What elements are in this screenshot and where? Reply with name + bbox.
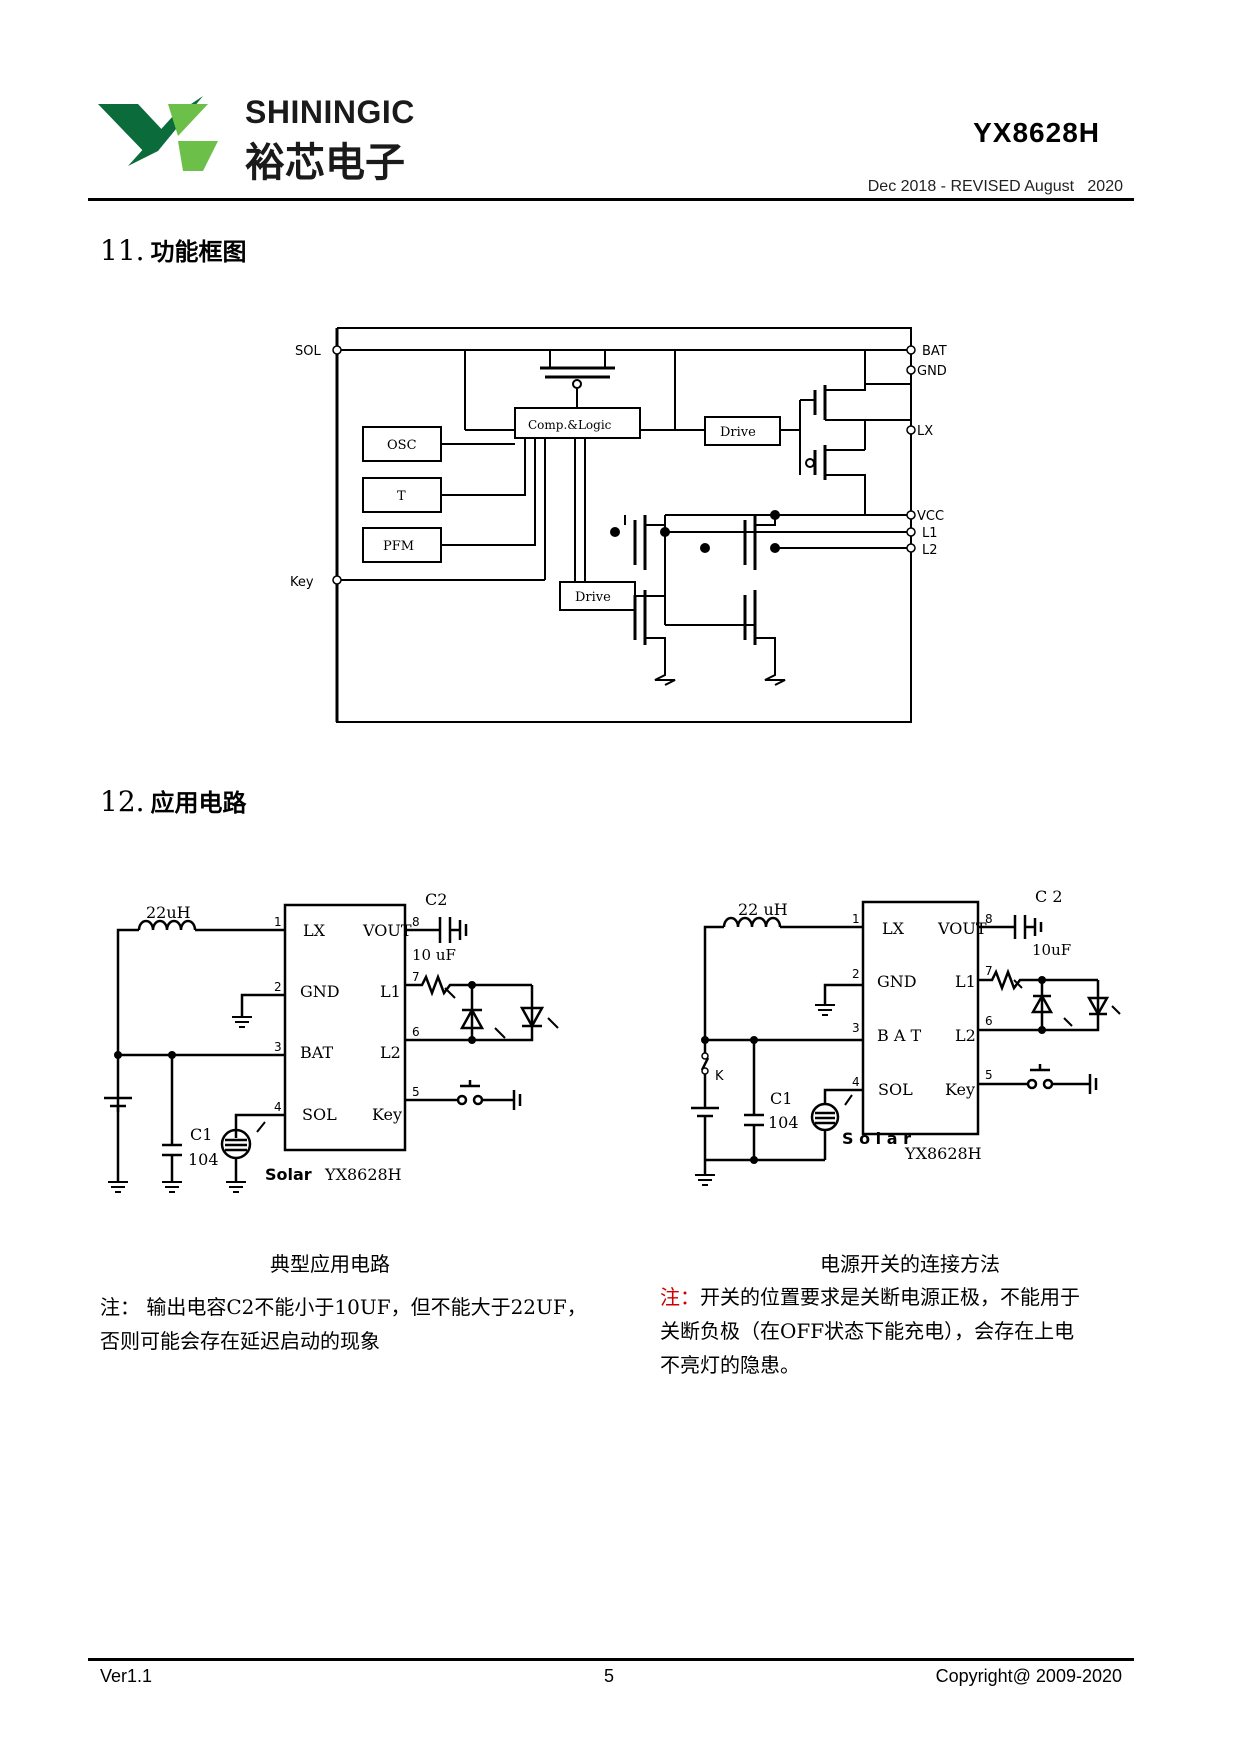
- section-number: 12.: [100, 785, 145, 818]
- pin-lx: LX: [303, 921, 326, 940]
- switch-label: K: [715, 1069, 724, 1084]
- pin-num-8: 8: [412, 915, 420, 929]
- pin-bat: B A T: [877, 1026, 921, 1045]
- section-12-heading: 12.应用电路: [100, 783, 247, 818]
- inductor-value: 22 uH: [738, 900, 788, 919]
- block-pfm: PFM: [383, 539, 414, 554]
- pin-label-l1: L1: [922, 526, 938, 541]
- pin-label-bat: BAT: [922, 344, 947, 359]
- pin-num-1: 1: [274, 915, 282, 929]
- revision-date: Dec 2018 - REVISED August 2020: [867, 178, 1123, 195]
- pin-key: Key: [945, 1080, 975, 1099]
- pin-num-6: 6: [412, 1025, 420, 1039]
- note-left-line-1: 注： 输出电容C2不能小于10UF，但不能大于22UF，: [100, 1295, 587, 1319]
- pin-label-sol: SOL: [295, 344, 321, 359]
- pin-l2: L2: [380, 1043, 401, 1062]
- pin-num-2: 2: [852, 967, 860, 981]
- cap-out-value: 10uF: [1032, 941, 1071, 959]
- typical-application-circuit: 22uH C2 10 uF C1 104 Solar YX8628H LX GN…: [104, 890, 559, 1193]
- note-right-line-2: 关断负极（在OFF状态下能充电），会存在上电: [660, 1319, 1075, 1343]
- solar-label: S o l a r: [842, 1129, 911, 1148]
- pin-num-4: 4: [852, 1075, 860, 1089]
- pin-gnd: GND: [877, 972, 917, 991]
- header-divider: [88, 198, 1134, 201]
- caption-typical-circuit: 典型应用电路: [270, 1252, 390, 1276]
- cap-out-label: C 2: [1035, 887, 1063, 906]
- pin-num-7: 7: [985, 964, 993, 978]
- section-title: 应用电路: [150, 789, 247, 817]
- company-logo: [98, 96, 218, 171]
- functional-block-diagram: SOL Key BAT GND LX VCC L1 L2 OSC T PFM C…: [290, 327, 947, 723]
- section-11-heading: 11.功能框图: [100, 232, 247, 267]
- block-drive-top: Drive: [720, 425, 756, 440]
- pin-label-gnd: GND: [917, 364, 947, 379]
- pin-num-3: 3: [852, 1021, 860, 1035]
- cap-in-value: 104: [188, 1150, 219, 1169]
- block-comp-logic: Comp.&Logic: [528, 418, 612, 432]
- pin-num-8: 8: [985, 912, 993, 926]
- block-drive-bottom: Drive: [575, 590, 611, 605]
- pin-num-7: 7: [412, 970, 420, 984]
- pin-num-1: 1: [852, 912, 860, 926]
- note-left: 注： 输出电容C2不能小于10UF，但不能大于22UF， 否则可能会存在延迟启动…: [100, 1290, 620, 1358]
- chip-label: YX8628H: [904, 1144, 982, 1163]
- pin-bat: BAT: [300, 1043, 333, 1062]
- cap-in-value: 104: [768, 1113, 799, 1132]
- section-title: 功能框图: [150, 238, 247, 266]
- pin-l1: L1: [955, 972, 976, 991]
- inductor-value: 22uH: [146, 903, 191, 922]
- footer-divider: [88, 1658, 1134, 1661]
- cap-out-label: C2: [425, 890, 447, 909]
- pin-sol: SOL: [302, 1105, 337, 1124]
- pin-vout: VOUT: [362, 921, 412, 940]
- footer-version: Ver1.1: [100, 1666, 153, 1686]
- part-number: YX8628H: [973, 117, 1100, 148]
- cap-in-label: C1: [190, 1125, 212, 1144]
- logo-text-cn: 裕芯电子: [245, 140, 405, 186]
- footer-page-number: 5: [604, 1666, 615, 1686]
- note-right: 注：开关的位置要求是关断电源正极，不能用于 关断负极（在OFF状态下能充电），会…: [660, 1280, 1160, 1382]
- pin-l1: L1: [380, 982, 401, 1001]
- pin-label-vcc: VCC: [917, 509, 944, 524]
- block-t: T: [397, 489, 406, 504]
- pin-sol: SOL: [878, 1080, 913, 1099]
- pin-num-5: 5: [412, 1085, 420, 1099]
- solar-label: Solar: [265, 1165, 312, 1184]
- block-osc: OSC: [387, 438, 417, 453]
- cap-out-value: 10 uF: [412, 946, 456, 964]
- section-number: 11.: [100, 234, 145, 267]
- pin-key: Key: [372, 1105, 402, 1124]
- pin-vout: VOUT: [937, 919, 987, 938]
- note-right-prefix: 注：: [660, 1285, 700, 1309]
- pin-num-6: 6: [985, 1014, 993, 1028]
- note-right-line-3: 不亮灯的隐患。: [660, 1353, 800, 1377]
- caption-power-switch: 电源开关的连接方法: [820, 1252, 1000, 1276]
- pin-gnd: GND: [300, 982, 340, 1001]
- pin-num-2: 2: [274, 980, 282, 994]
- note-left-line-2: 否则可能会存在延迟启动的现象: [100, 1329, 380, 1353]
- cap-in-label: C1: [770, 1089, 792, 1108]
- pin-l2: L2: [955, 1026, 976, 1045]
- pin-label-lx: LX: [917, 424, 933, 439]
- footer-copyright: Copyright@ 2009-2020: [935, 1666, 1122, 1686]
- header: SHININGIC 裕芯电子 YX8628H Dec 2018 - REVISE…: [0, 0, 1240, 205]
- chip-label: YX8628H: [324, 1165, 402, 1184]
- pin-num-3: 3: [274, 1040, 282, 1054]
- pin-num-5: 5: [985, 1068, 993, 1082]
- pin-lx: LX: [882, 919, 905, 938]
- pin-label-key: Key: [290, 575, 314, 590]
- note-right-line-1: 开关的位置要求是关断电源正极，不能用于: [700, 1285, 1080, 1309]
- pin-label-l2: L2: [922, 543, 938, 558]
- logo-text-en: SHININGIC: [245, 94, 415, 130]
- pin-num-4: 4: [274, 1100, 282, 1114]
- power-switch-circuit: 22 uH C 2 10uF K C1 104 S o l a r YX8628…: [691, 887, 1121, 1186]
